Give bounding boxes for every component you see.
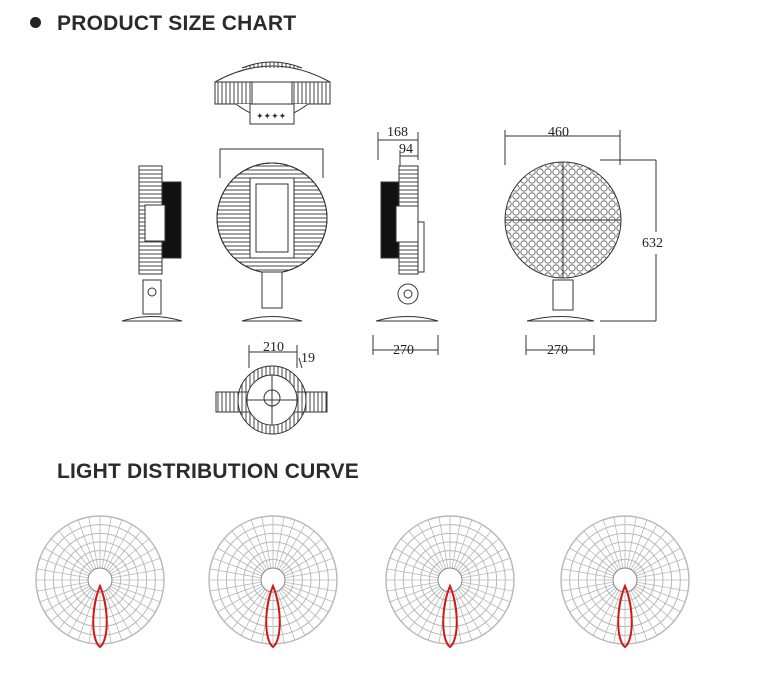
main-round-view xyxy=(216,148,328,322)
polar-curve-2 xyxy=(208,515,338,649)
polar-curve-1 xyxy=(35,515,165,649)
dim-bottom-width: 210 xyxy=(263,340,284,355)
dim-height: 632 xyxy=(642,236,663,251)
dim-depth-body: 94 xyxy=(399,142,413,157)
beam-lobe xyxy=(442,583,458,649)
size-chart-title: PRODUCT SIZE CHART xyxy=(57,12,297,35)
beam-lobe xyxy=(617,583,633,649)
top-view: ✦✦✦✦ xyxy=(214,61,331,125)
dim-depth-overall: 168 xyxy=(387,125,408,140)
beam-lobe xyxy=(92,583,108,649)
section-bullet-icon xyxy=(30,17,41,28)
polar-curve-3 xyxy=(385,515,515,649)
side-view-right xyxy=(372,132,439,355)
bottom-view xyxy=(215,345,328,435)
svg-text:✦✦✦✦: ✦✦✦✦ xyxy=(256,112,287,122)
polar-curve-4 xyxy=(560,515,690,649)
dim-bottom-offset: 19 xyxy=(301,351,315,366)
light-curve-title: LIGHT DISTRIBUTION CURVE xyxy=(57,460,359,483)
side-view-left xyxy=(121,165,183,322)
beam-lobe xyxy=(265,583,281,649)
front-view xyxy=(504,130,657,355)
